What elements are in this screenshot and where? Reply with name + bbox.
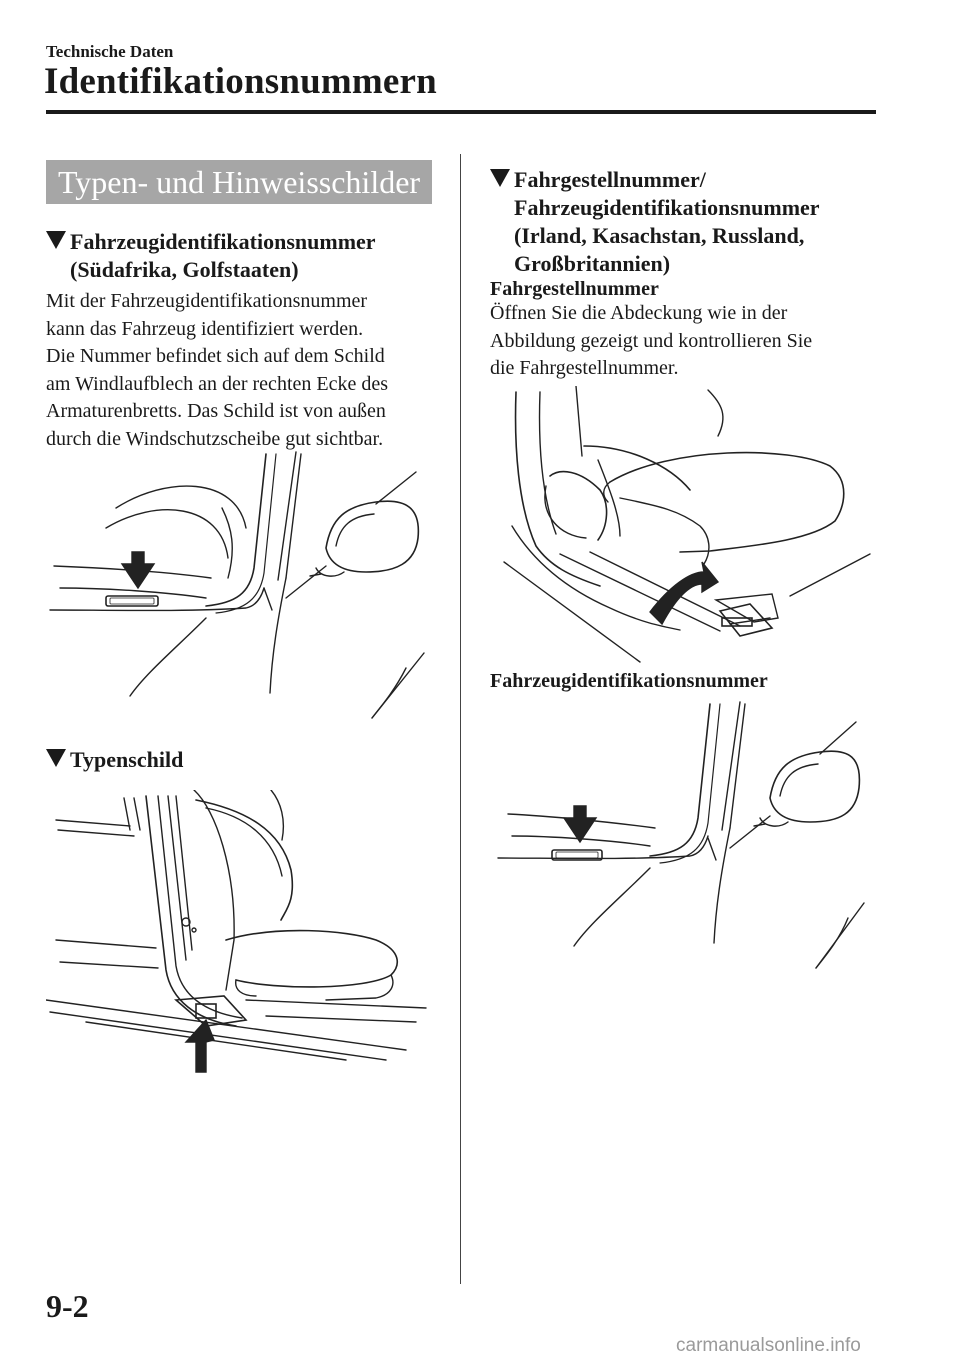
section-banner: Typen- und Hinweisschilder xyxy=(46,160,432,204)
subheading-vin: Fahrzeugidentifikationsnummer xyxy=(490,670,768,692)
subheading-chassis-number: Fahrgestellnummer xyxy=(490,278,659,300)
triangle-bullet-icon xyxy=(46,749,66,767)
page-title: Identifikationsnummern xyxy=(44,61,437,102)
chassis-number-illustration xyxy=(490,386,880,671)
type-plate-illustration xyxy=(46,790,446,1090)
heading-chassis-number: Fahrgestellnummer/ Fahrzeugidentifikatio… xyxy=(490,166,890,278)
triangle-bullet-icon xyxy=(490,169,510,187)
heading-text: Typenschild xyxy=(70,747,184,772)
page-number: 9-2 xyxy=(46,1288,89,1324)
vin-description: Mit der Fahrzeugidentifikationsnummer ka… xyxy=(46,290,389,450)
column-divider xyxy=(460,154,461,1284)
vin-windshield-illustration-2 xyxy=(490,698,870,978)
heading-text: Fahrzeugidentifikationsnummer (Südafrika… xyxy=(70,229,376,282)
vin-windshield-illustration xyxy=(46,448,446,728)
chassis-description: Öffnen Sie die Abdeckung wie in der Abbi… xyxy=(490,302,813,379)
heading-vin-south-africa: Fahrzeugidentifikationsnummer (Südafrika… xyxy=(46,228,446,284)
chapter-label: Technische Daten xyxy=(46,42,174,61)
heading-type-plate: Typenschild xyxy=(46,746,446,774)
title-underline xyxy=(46,110,876,114)
watermark: carmanualsonline.info xyxy=(676,1335,861,1356)
heading-text: Fahrgestellnummer/ Fahrzeugidentifikatio… xyxy=(514,167,820,276)
triangle-bullet-icon xyxy=(46,231,66,249)
